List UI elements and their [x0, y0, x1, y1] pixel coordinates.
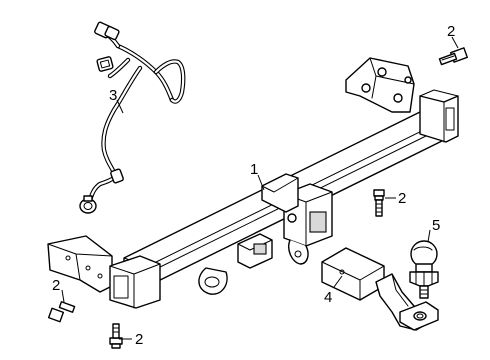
bolt-bottom — [109, 323, 123, 349]
callout-5: 5 — [432, 217, 440, 234]
harness-plug-bottom — [79, 195, 97, 214]
wiring-harness — [79, 21, 186, 214]
callout-2-middle: 2 — [398, 190, 406, 207]
callout-2-left: 2 — [52, 277, 60, 294]
callout-1: 1 — [250, 161, 258, 178]
leader-lines — [61, 36, 459, 340]
bolt-middle — [373, 189, 385, 217]
right-mounting-bracket — [345, 57, 415, 113]
harness-clip — [110, 168, 124, 184]
ball-mount-drawbar — [321, 247, 439, 331]
trailer-hitch-ball — [409, 240, 439, 299]
safety-chain-loop — [288, 239, 309, 265]
callout-2-bottom: 2 — [135, 331, 143, 348]
hitch-receiver-crossmember — [47, 57, 459, 309]
callout-2-top-right: 2 — [447, 23, 455, 40]
bolt-top-right — [438, 47, 468, 66]
callout-3: 3 — [109, 87, 117, 104]
bolt-left — [47, 301, 76, 323]
harness-connector-top — [94, 21, 120, 41]
harness-connector-mid — [96, 56, 114, 72]
callout-4: 4 — [324, 289, 332, 306]
